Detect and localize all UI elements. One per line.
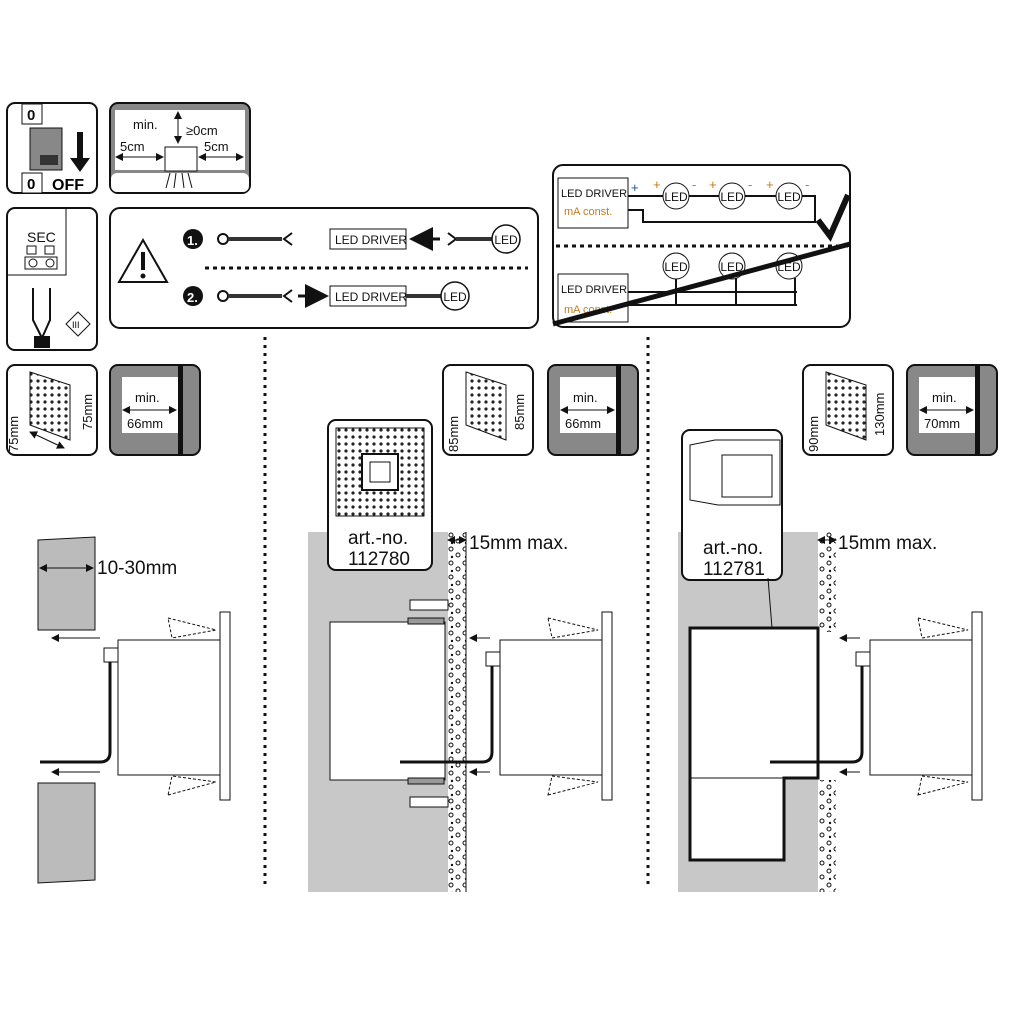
diagram-label: 0 <box>27 107 35 124</box>
diagram-label: 1. <box>187 233 198 248</box>
diagram-label: 5cm <box>120 139 145 154</box>
diagram-label: art.-no. <box>348 528 408 549</box>
diagram-label: + <box>766 177 774 192</box>
connection-order-warning-panel: 1. LED DRIVER LED 2. LED DRIVER LED <box>109 207 539 329</box>
diagram-label: LED <box>777 190 801 204</box>
diagram-label: 130mm <box>872 393 887 436</box>
diagram-label: 5cm <box>204 139 229 154</box>
diagram-label: + <box>653 177 661 192</box>
diagram-label: 75mm <box>80 394 95 430</box>
led-wiring-panel: LED DRIVER mA const. + LED LED LED + + +… <box>552 164 851 328</box>
diagram-label: 70mm <box>924 416 960 431</box>
diagram-label: 15mm max. <box>469 533 568 554</box>
diagram-label: LED DRIVER <box>335 290 407 304</box>
power-off-panel: 0 0 OFF <box>6 102 98 194</box>
arrow-down-icon <box>70 132 90 172</box>
diagram-label: mA const. <box>564 206 612 218</box>
diagram-label: LED DRIVER <box>335 233 407 247</box>
diagram-label: 10-30mm <box>97 558 177 579</box>
dimension-panels-2: 85mm 85mm min. 66mm <box>442 364 639 456</box>
diagram-label: LED DRIVER <box>561 188 627 200</box>
diagram-label: ≥0cm <box>186 123 218 138</box>
diagram-label: 15mm max. <box>838 533 937 554</box>
diagram-label: + <box>631 180 639 195</box>
diagram-label: + <box>709 177 717 192</box>
diagram-label: SEC <box>27 229 56 245</box>
diagram-label: min. <box>573 390 598 405</box>
dimension-panels-1: 75mm 75mm min. 66mm <box>6 364 201 456</box>
diagram-label: 90mm <box>806 416 821 452</box>
diagram-label: art.-no. <box>703 538 763 559</box>
diagram-label: min. <box>135 390 160 405</box>
cross-out-line <box>552 241 851 327</box>
diagram-label: III <box>72 320 80 330</box>
diagram-label: min. <box>133 117 158 132</box>
diagram-label: LED <box>720 260 744 274</box>
install-hollow-wall: 10-30mm <box>37 536 231 884</box>
diagram-label: LED <box>720 190 744 204</box>
checkmark-icon <box>815 193 851 242</box>
diagram-label: LED <box>494 233 518 247</box>
diagram-label: LED DRIVER <box>561 284 627 296</box>
spacing-panel: min. ≥0cm 5cm 5cm <box>109 102 251 194</box>
diagram-label: 75mm <box>6 416 21 452</box>
diagram-label: 112780 <box>348 549 410 570</box>
diagram-label: LED <box>443 290 467 304</box>
diagram-label: - <box>748 177 752 192</box>
diagram-label: 112781 <box>703 559 765 580</box>
diagram-label: 0 <box>27 176 35 193</box>
diagram-label: 85mm <box>512 394 527 430</box>
diagram-label: 66mm <box>565 416 601 431</box>
install-box-112780: 15mm max. art.-no. 112780 <box>308 419 613 892</box>
diagram-label: - <box>805 177 809 192</box>
diagram-label: 85mm <box>446 416 461 452</box>
diagram-label: OFF <box>52 177 84 194</box>
dimension-panels-3: 90mm 130mm min. 70mm <box>802 364 998 456</box>
diagram-label: 2. <box>187 290 198 305</box>
install-box-112781: 15mm max. art.-no. 112781 <box>678 429 983 892</box>
diagram-label: LED <box>664 190 688 204</box>
secondary-terminal-panel: SEC III <box>6 207 98 351</box>
diagram-label: LED <box>664 260 688 274</box>
diagram-label: min. <box>932 390 957 405</box>
diagram-label: - <box>692 177 696 192</box>
diagram-label: 66mm <box>127 416 163 431</box>
